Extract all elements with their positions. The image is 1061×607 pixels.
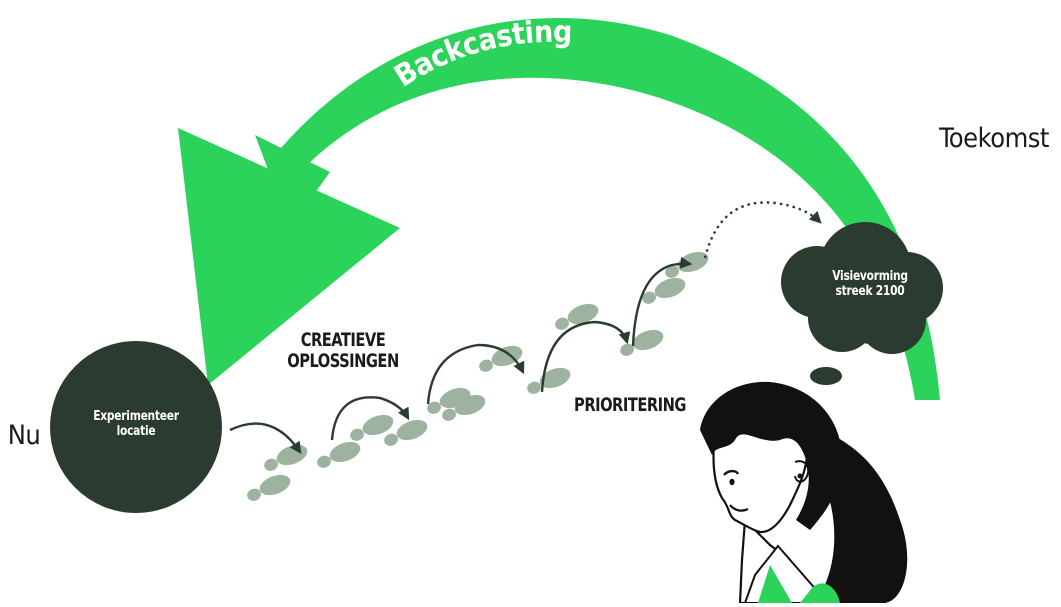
footprint [243, 471, 294, 504]
step-arrow [330, 396, 410, 441]
thought-cloud [781, 222, 943, 402]
person-illustration [700, 381, 908, 605]
face [712, 418, 809, 534]
thought-cloud-line2: streek 2100 [835, 282, 905, 299]
smile [729, 504, 749, 512]
step-arrow [631, 256, 693, 347]
step-arrows [229, 201, 822, 454]
arrow-body [275, 17, 940, 401]
label-nu: Nu [7, 420, 41, 451]
start-circle [50, 341, 222, 513]
label-creatieve-oplossingen: CREATIEVE OPLOSSINGEN [274, 330, 412, 371]
arrow-head [178, 128, 400, 385]
eyebrow [723, 469, 740, 476]
start-circle-text: Experimenteer locatie [71, 409, 201, 438]
step-arrow [426, 343, 525, 405]
shirt-right [800, 583, 840, 603]
label-prioritering: PRIORITERING [574, 394, 686, 416]
footprint [551, 300, 602, 333]
label-creatieve-line1: CREATIEVE [300, 329, 386, 351]
footprint [523, 364, 574, 397]
eye [729, 478, 735, 486]
start-circle-line1: Experimenteer [93, 408, 179, 424]
footprint [638, 274, 689, 307]
ear [794, 460, 810, 483]
thought-cloud-line1: Visievorming [832, 268, 908, 284]
label-toekomst: Toekomst [939, 123, 1049, 154]
footprint [616, 326, 667, 359]
step-arrow [229, 422, 302, 454]
shirt [758, 565, 792, 603]
thought-cloud-text: Visievorming streek 2100 [808, 269, 931, 298]
label-creatieve-line2: OPLOSSINGEN [287, 349, 399, 372]
footprint [260, 441, 311, 474]
arrow-head-joint [255, 135, 330, 228]
thought-bubble [810, 367, 842, 385]
earring [797, 473, 803, 479]
hair [700, 381, 843, 530]
footprint [313, 438, 364, 471]
footprint [475, 342, 526, 375]
start-circle-line2: locatie [116, 422, 156, 439]
step-arrow [540, 320, 631, 393]
